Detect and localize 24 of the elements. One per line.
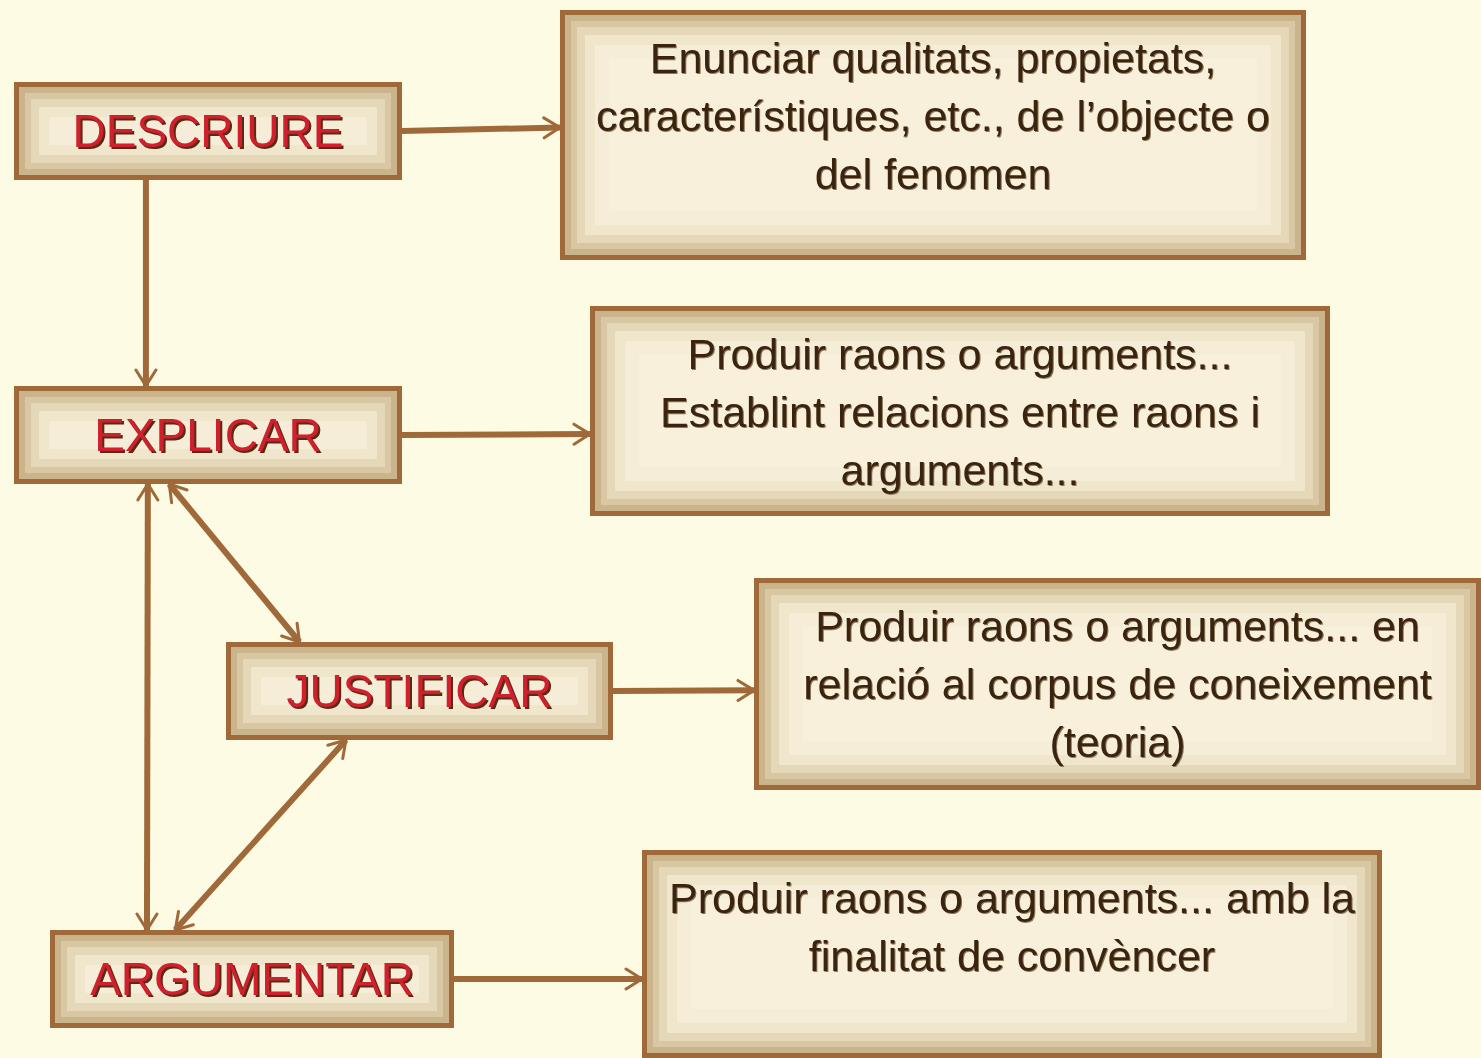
description-box bbox=[754, 578, 1481, 790]
concept-label: ARGUMENTAR bbox=[90, 953, 414, 1005]
description-text: Produir raons o arguments... en relació al corpus de coneixement (teoria) bbox=[802, 601, 1433, 768]
arrow bbox=[135, 482, 160, 932]
arrow bbox=[454, 967, 644, 991]
concept-box bbox=[14, 386, 402, 484]
description-box bbox=[590, 306, 1330, 516]
description-text: Enunciar qualitats, propietats, característiques, etc., de l’objecte o del fenomen bbox=[595, 33, 1271, 200]
concept-label: JUSTIFICAR bbox=[286, 665, 553, 717]
arrow bbox=[166, 482, 302, 644]
description-text: Produir raons o arguments... amb la finalitat de convèncer bbox=[668, 873, 1356, 982]
arrow bbox=[401, 116, 562, 140]
arrow bbox=[613, 678, 756, 702]
concept-box bbox=[226, 642, 613, 740]
arrow bbox=[402, 422, 592, 446]
concept-box bbox=[50, 930, 454, 1028]
arrow bbox=[134, 180, 158, 388]
description-box bbox=[560, 10, 1306, 260]
concept-label: DESCRIURE bbox=[72, 105, 344, 157]
arrow bbox=[173, 738, 349, 932]
description-box bbox=[642, 850, 1382, 1058]
concept-label: EXPLICAR bbox=[94, 409, 322, 461]
concept-box bbox=[14, 82, 402, 180]
description-text: Produir raons o arguments... Establint relacions entre raons i arguments... bbox=[659, 329, 1261, 496]
